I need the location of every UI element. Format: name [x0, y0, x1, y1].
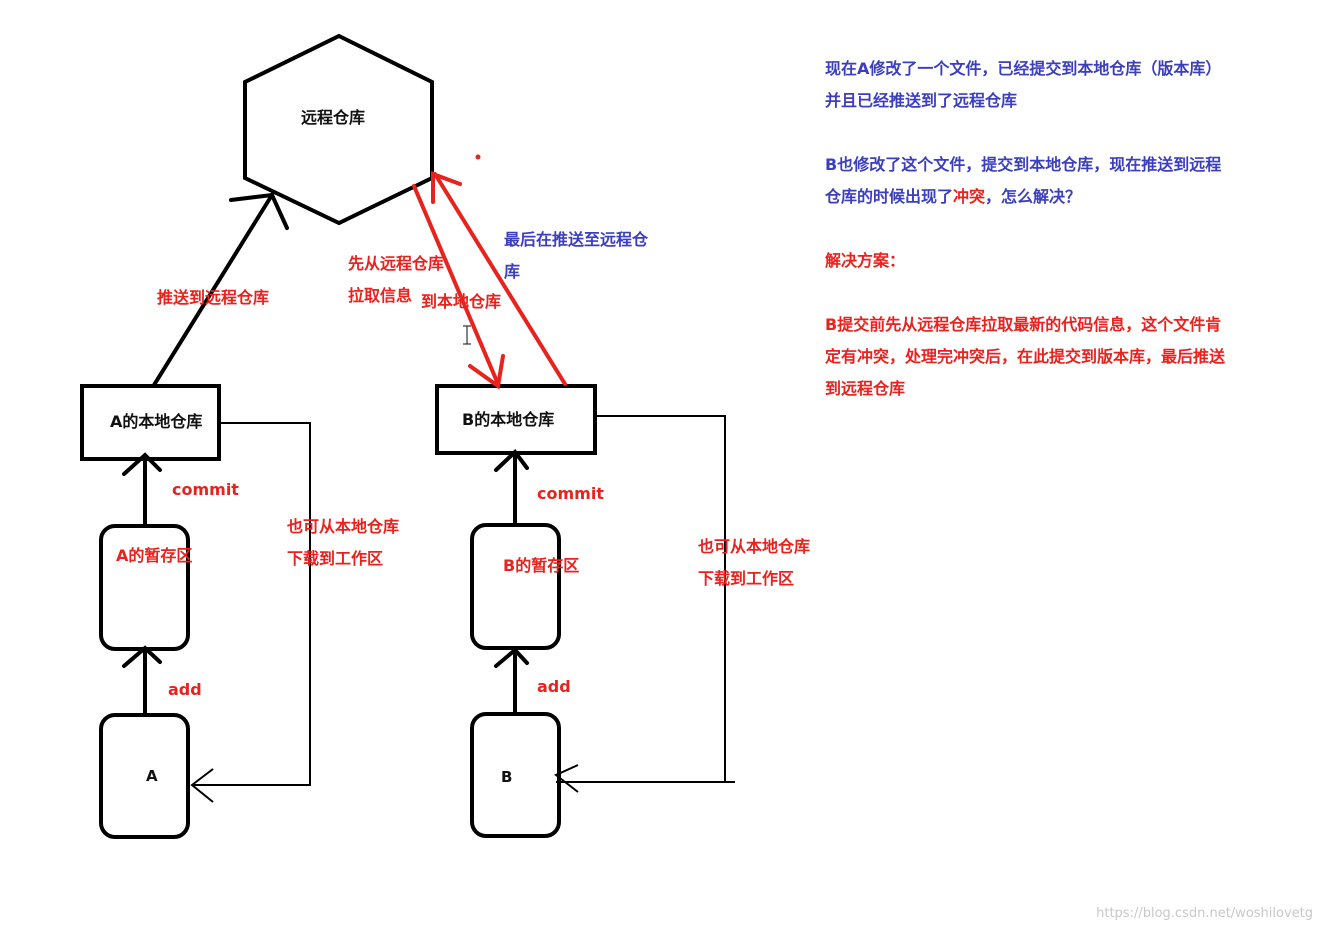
- a-push-label: 推送到远程仓库: [157, 288, 270, 307]
- a-download-label-2: 下载到工作区: [287, 549, 384, 568]
- b-add-arrow: [494, 647, 529, 714]
- b-push-label-2: 库: [504, 262, 521, 281]
- text-cursor-icon: [463, 325, 471, 345]
- b-download-arrow: [554, 415, 735, 793]
- b-commit-label: commit: [537, 484, 604, 503]
- b-download-label-2: 下载到工作区: [698, 569, 795, 588]
- b-download-label-1: 也可从本地仓库: [698, 537, 811, 556]
- a-download-arrow: [190, 422, 311, 803]
- remote-repo-label: 远程仓库: [301, 108, 366, 127]
- remote-repo-hexagon: [243, 33, 434, 226]
- b-staging-label: B的暂存区: [503, 556, 580, 575]
- b-pull-arrow: [412, 184, 505, 390]
- b-commit-arrow: [494, 449, 529, 526]
- b-local-repo-label: B的本地仓库: [462, 410, 555, 429]
- a-local-repo-label: A的本地仓库: [110, 412, 203, 431]
- b-working-box: [470, 712, 561, 838]
- b-pull-label-1: 先从远程仓库: [348, 254, 445, 273]
- solution-title: 解决方案：: [825, 251, 906, 270]
- a-staging-box: [99, 524, 190, 651]
- b-working-label: B: [501, 768, 513, 786]
- note-line-4: 仓库的时候出现了冲突，怎么解决？: [825, 181, 1265, 213]
- b-pull-label-2: 拉取信息: [348, 286, 413, 305]
- a-add-label: add: [168, 680, 202, 699]
- a-add-arrow: [122, 645, 162, 715]
- a-staging-label: A的暂存区: [116, 546, 193, 565]
- solution-line-1: B提交前先从远程仓库拉取最新的代码信息，这个文件肯: [825, 315, 1222, 334]
- a-working-label: A: [146, 767, 158, 785]
- note-line-4-c: ，怎么解决？: [985, 187, 1082, 206]
- a-commit-arrow: [122, 452, 162, 527]
- b-push-label-1: 最后在推送至远程仓: [504, 230, 649, 249]
- note-line-3: B也修改了这个文件，提交到本地仓库，现在推送到远程: [825, 155, 1222, 174]
- a-push-arrow: [152, 192, 289, 387]
- note-line-1: 现在A修改了一个文件，已经提交到本地仓库（版本库）: [825, 59, 1222, 78]
- solution-line-2: 定有冲突，处理完冲突后，在此提交到版本库，最后推送: [825, 347, 1226, 366]
- note-line-2: 并且已经推送到了远程仓库: [825, 91, 1018, 110]
- a-working-box: [99, 713, 190, 839]
- solution-line-3: 到远程仓库: [825, 379, 906, 398]
- note-line-4-a: 仓库的时候出现了: [825, 187, 954, 206]
- watermark: https://blog.csdn.net/woshilovetg: [1096, 906, 1313, 921]
- conflict-word: 冲突: [953, 187, 986, 206]
- b-push-arrow: [431, 171, 567, 386]
- a-commit-label: commit: [172, 480, 239, 499]
- b-staging-box: [470, 523, 561, 650]
- red-dot: [475, 154, 481, 160]
- a-download-label-1: 也可从本地仓库: [287, 517, 400, 536]
- b-add-label: add: [537, 677, 571, 696]
- b-pull-label-3: 到本地仓库: [421, 292, 502, 311]
